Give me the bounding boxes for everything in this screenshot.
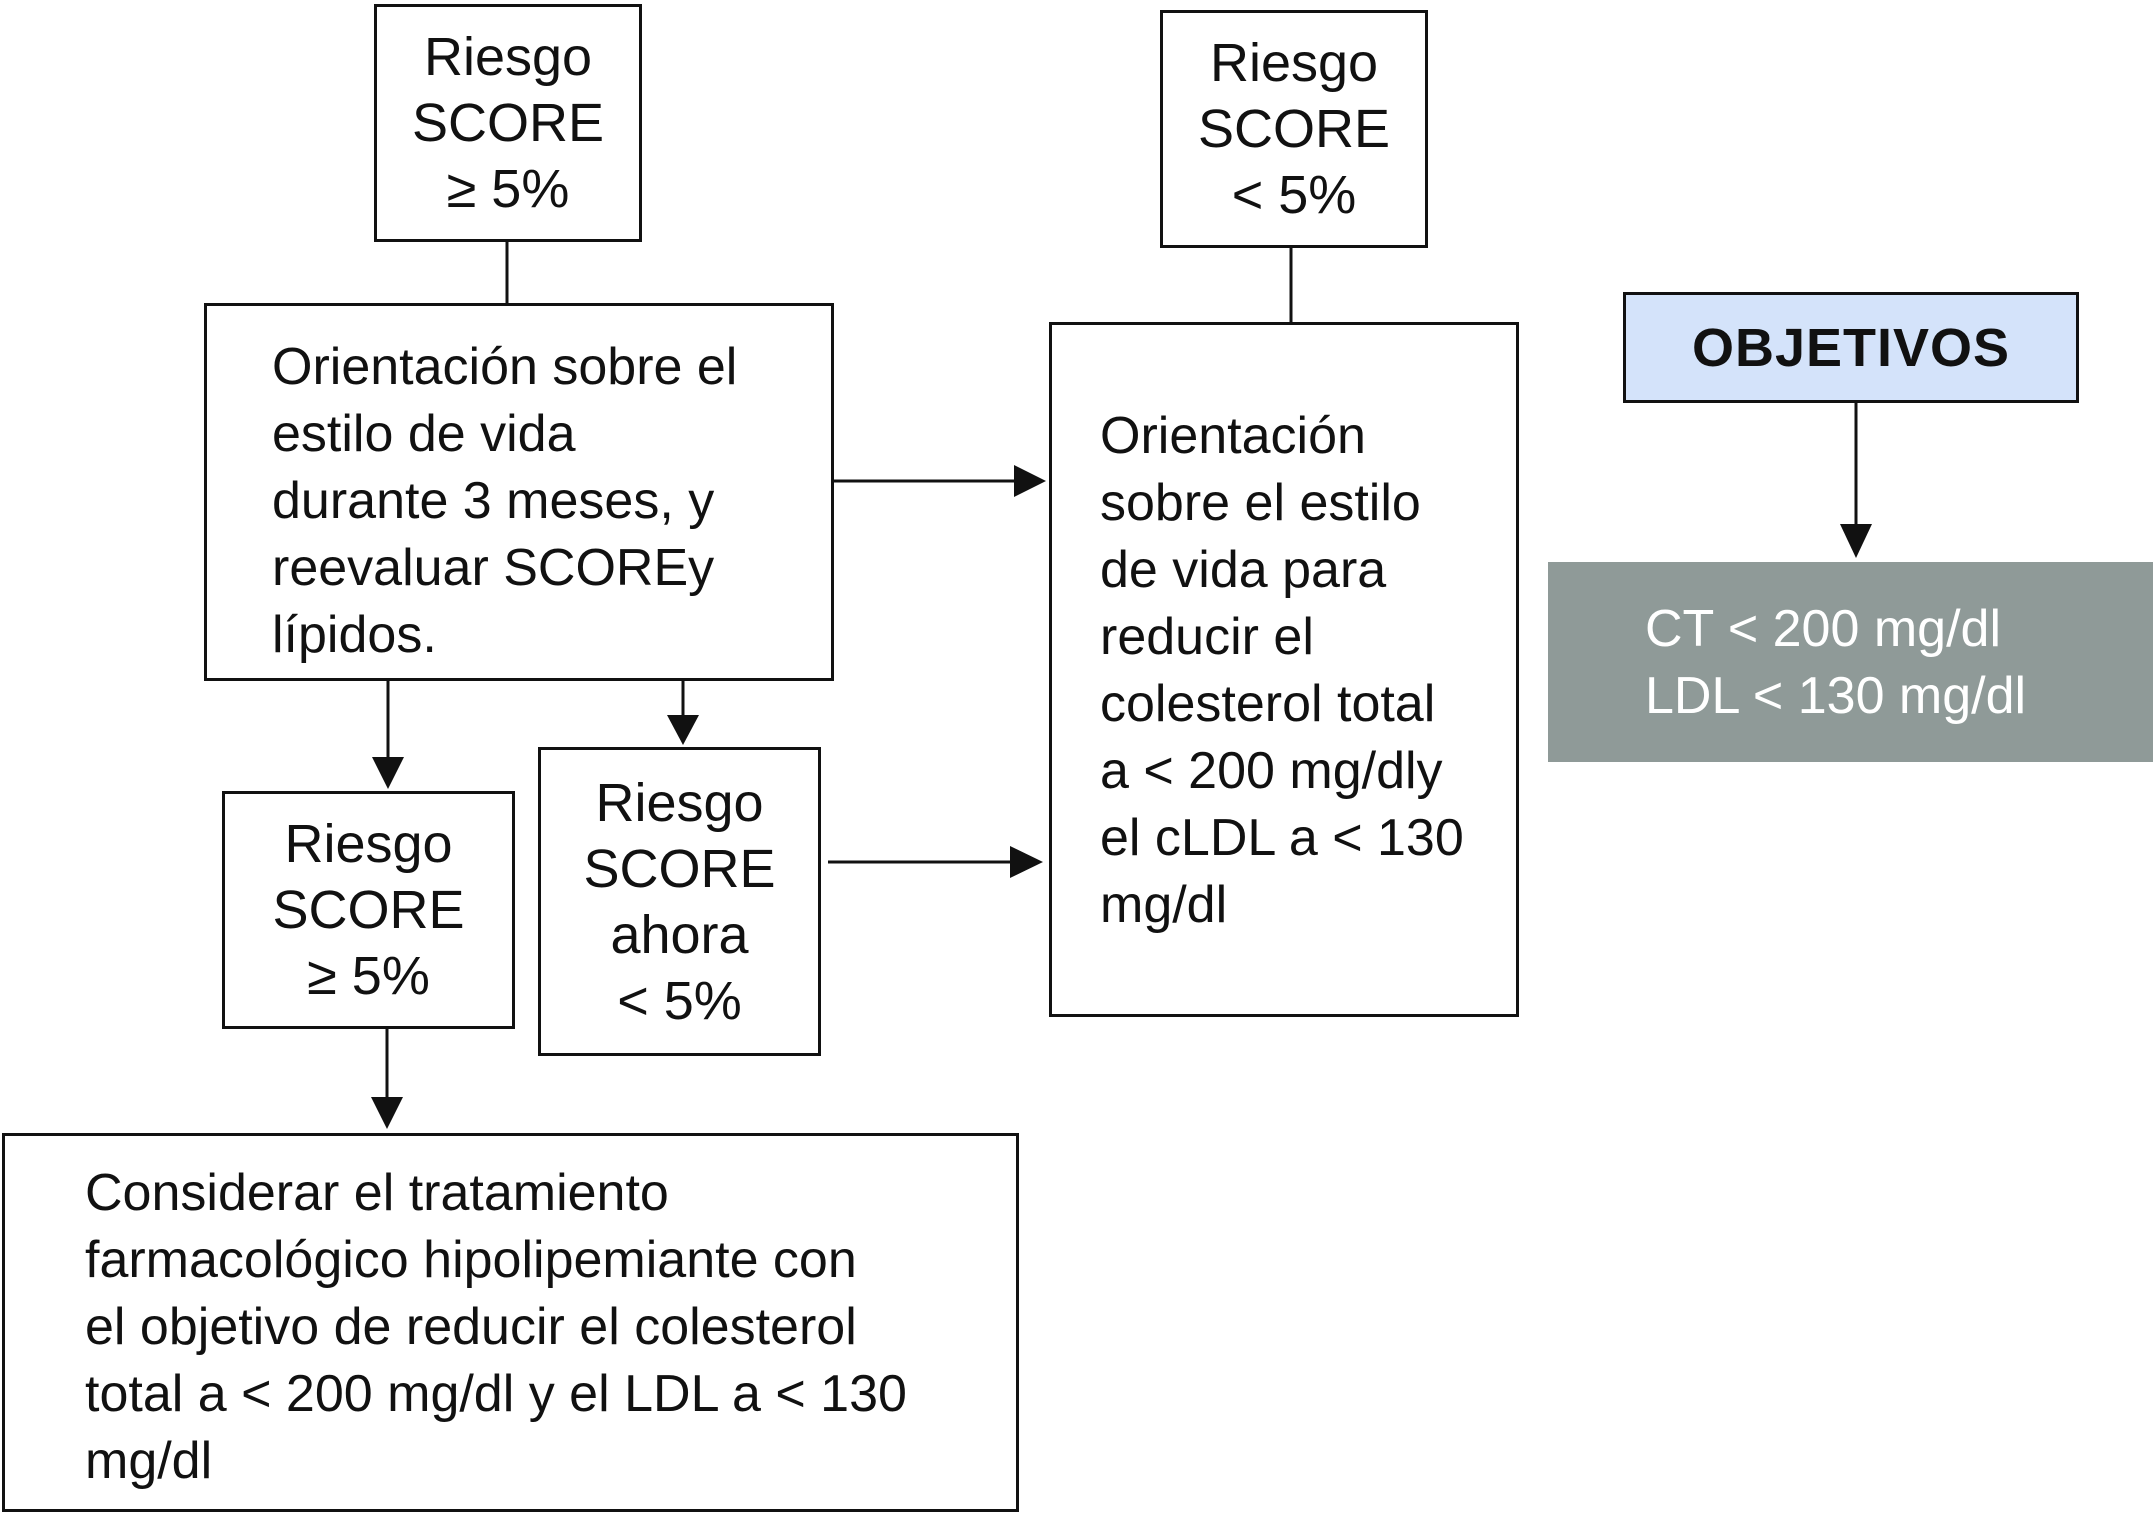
box-text-line: de vida para	[1100, 541, 1387, 599]
box-text-line: Riesgo	[1209, 33, 1379, 93]
objectives-values-box: CT < 200 mg/dl LDL < 130 mg/dl	[1548, 562, 2153, 762]
score-high-box-top: Riesgo SCORE ≥ 5%	[374, 4, 642, 242]
lifestyle-reduce-cholesterol-box: Orientación sobre el estilo de vida para…	[1049, 322, 1519, 1017]
box-text-line: mg/dl	[1100, 876, 1228, 934]
box-text-line: sobre el estilo	[1100, 474, 1421, 532]
box-text-line: < 5%	[1231, 165, 1357, 225]
box-text-line: ≥ 5%	[446, 159, 570, 219]
box-text-line: Orientación	[1100, 407, 1366, 465]
arrowhead-objectives-to-values	[1840, 524, 1872, 558]
box-text-line: reducir el	[1100, 608, 1314, 666]
box-text-line: Riesgo	[595, 772, 764, 833]
pharmacological-treatment-box: Considerar el tratamiento farmacológico …	[2, 1133, 1019, 1512]
arrowhead-lifestyle-to-score-high	[372, 757, 404, 789]
box-text: Orientación sobre el estilo de vida dura…	[272, 334, 737, 669]
box-text-line: Riesgo	[284, 814, 453, 874]
objectives-header-label: OBJETIVOS	[1691, 317, 2011, 378]
box-text-line: ≥ 5%	[307, 946, 430, 1006]
box-text-line: lípidos.	[272, 606, 437, 664]
arrowhead-score-high-to-treatment	[371, 1097, 403, 1129]
box-text: Considerar el tratamiento farmacológico …	[85, 1160, 907, 1495]
box-text-line: el cLDL a < 130	[1100, 809, 1464, 867]
score-high-box-bottom: Riesgo SCORE ≥ 5%	[222, 791, 515, 1029]
box-text-line: farmacológico hipolipemiante con	[85, 1231, 857, 1289]
score-low-box-top: Riesgo SCORE < 5%	[1160, 10, 1428, 248]
box-text-line: estilo de vida	[272, 405, 576, 463]
arrowhead-lifestyle-to-reduce	[1014, 465, 1046, 497]
box-text-line: total a < 200 mg/dl y el LDL a < 130	[85, 1365, 907, 1423]
box-text-line: Considerar el tratamiento	[85, 1164, 669, 1222]
box-text-line: ahora	[610, 904, 749, 965]
score-now-low-box: Riesgo SCORE ahora < 5%	[538, 747, 821, 1056]
arrowhead-score-now-low-to-reduce	[1010, 846, 1043, 878]
box-text-line: colesterol total	[1100, 675, 1436, 733]
box-text-line: SCORE	[272, 880, 465, 940]
box-text-line: Riesgo	[423, 27, 593, 87]
box-text-line: a < 200 mg/dly	[1100, 742, 1443, 800]
box-text-line: SCORE	[583, 838, 776, 899]
objectives-header-box: OBJETIVOS	[1623, 292, 2079, 403]
box-text: CT < 200 mg/dl LDL < 130 mg/dl	[1645, 596, 2026, 730]
box-text-line: CT < 200 mg/dl	[1645, 600, 2002, 658]
box-text-line: durante 3 meses, y	[272, 472, 715, 530]
box-text-line: SCORE	[1197, 99, 1391, 159]
box-text-line: mg/dl	[85, 1432, 213, 1490]
arrowhead-lifestyle-to-score-now-low	[667, 715, 699, 745]
box-text-line: Orientación sobre el	[272, 338, 738, 396]
box-text-line: LDL < 130 mg/dl	[1645, 667, 2027, 725]
box-text-line: < 5%	[617, 970, 742, 1031]
box-text-line: SCORE	[411, 93, 605, 153]
box-text-line: reevaluar SCOREy	[272, 539, 715, 597]
box-text: Orientación sobre el estilo de vida para…	[1100, 403, 1464, 939]
lifestyle-3-months-box: Orientación sobre el estilo de vida dura…	[204, 303, 834, 681]
box-text-line: el objetivo de reducir el colesterol	[85, 1298, 857, 1356]
